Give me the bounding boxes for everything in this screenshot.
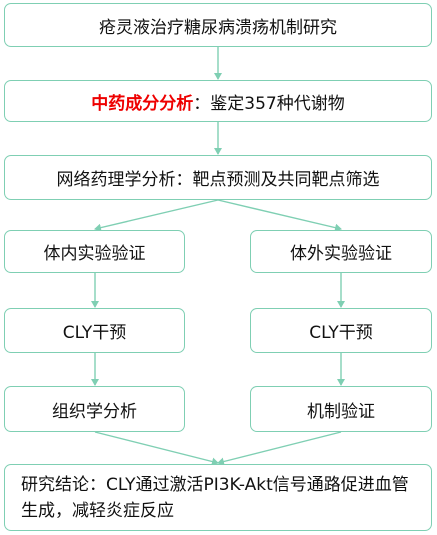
node-mechanism-text: 机制验证: [307, 401, 375, 422]
node-in-vitro-text: 体外实验验证: [290, 244, 392, 264]
node-cly-right-text: CLY干预: [309, 323, 373, 343]
node-cly-right: CLY干预: [250, 308, 432, 353]
node-title: 疮灵液治疗糖尿病溃疡机制研究: [4, 3, 432, 47]
arrow-mechanism-to-conclusion: [217, 431, 342, 466]
node-conclusion-text: 研究结论：CLY通过激活PI3K-Akt信号通路促进血管生成，减轻炎症反应: [21, 474, 409, 521]
node-in-vivo: 体内实验验证: [4, 230, 185, 273]
node-conclusion: 研究结论：CLY通过激活PI3K-Akt信号通路促进血管生成，减轻炎症反应: [4, 464, 432, 531]
node-tcm-highlight: 中药成分分析: [91, 93, 194, 114]
node-tcm-text: ：鉴定357种代谢物: [193, 93, 345, 114]
node-tcm-analysis: 中药成分分析：鉴定357种代谢物: [4, 80, 432, 122]
node-in-vitro: 体外实验验证: [250, 230, 432, 273]
node-cly-left: CLY干预: [4, 308, 185, 353]
node-mechanism: 机制验证: [250, 386, 432, 432]
arrow-network-to-invivo: [94, 199, 219, 232]
node-histology: 组织学分析: [4, 386, 185, 432]
node-cly-left-text: CLY干预: [62, 323, 127, 343]
node-title-text: 疮灵液治疗糖尿病溃疡机制研究: [99, 17, 337, 38]
node-histology-text: 组织学分析: [52, 401, 137, 422]
arrow-histology-to-conclusion: [94, 431, 219, 466]
node-in-vivo-text: 体内实验验证: [43, 244, 146, 264]
node-network-pharmacology: 网络药理学分析：靶点预测及共同靶点筛选: [4, 155, 432, 200]
arrow-network-to-invitro: [217, 199, 342, 232]
node-network-text: 网络药理学分析：靶点预测及共同靶点筛选: [56, 170, 380, 190]
